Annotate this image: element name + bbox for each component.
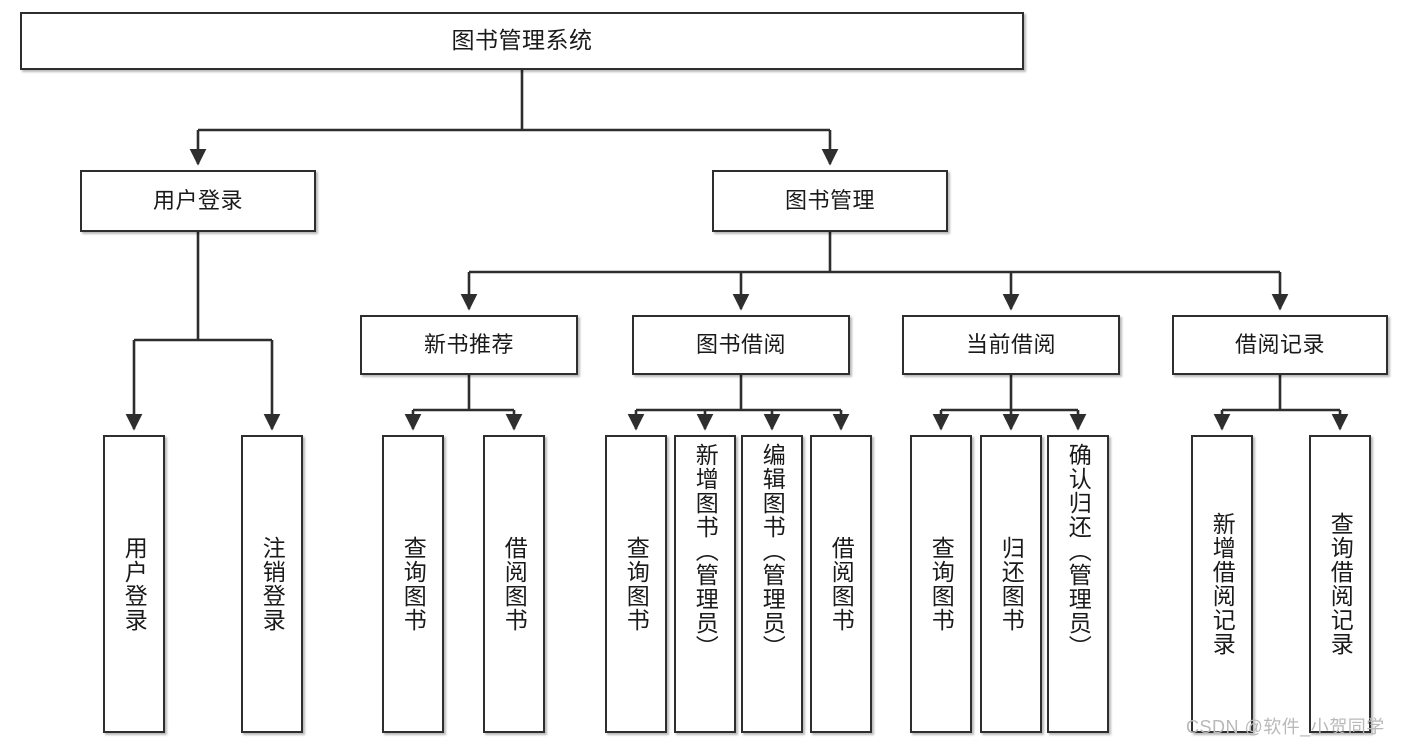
csdn-watermark: CSDN @软件_小贺同学: [1186, 717, 1385, 737]
node-root-system[interactable]: 图书管理系统: [20, 12, 1024, 70]
node-book-management[interactable]: 图书管理: [712, 170, 948, 232]
node-label: 编辑图书（管理员）: [759, 443, 786, 659]
leaf-new-book-borrow[interactable]: 借阅图书: [483, 435, 545, 733]
node-label: 用户登录: [121, 536, 148, 632]
leaf-borrow-record-query[interactable]: 查询借阅记录: [1309, 435, 1371, 733]
node-label: 查询图书: [928, 536, 955, 632]
node-label: 确认归还（管理员）: [1065, 443, 1092, 659]
node-user-login[interactable]: 用户登录: [80, 170, 316, 232]
leaf-borrow-record-add[interactable]: 新增借阅记录: [1191, 435, 1253, 733]
node-label: 图书管理: [784, 188, 875, 214]
node-current-borrow[interactable]: 当前借阅: [902, 315, 1120, 375]
node-label: 借阅图书: [828, 536, 855, 632]
leaf-book-borrow-add[interactable]: 新增图书（管理员）: [674, 435, 736, 733]
node-label: 查询图书: [400, 536, 427, 632]
node-label: 当前借阅: [965, 332, 1056, 358]
leaf-book-borrow-query[interactable]: 查询图书: [605, 435, 667, 733]
leaf-user-login-logout[interactable]: 注销登录: [241, 435, 303, 733]
node-label: 查询借阅记录: [1327, 512, 1354, 656]
leaf-book-borrow-borrow[interactable]: 借阅图书: [810, 435, 872, 733]
leaf-current-borrow-confirm[interactable]: 确认归还（管理员）: [1047, 435, 1109, 733]
node-label: 注销登录: [259, 536, 286, 632]
node-label: 借阅记录: [1234, 332, 1325, 358]
node-label: 图书管理系统: [451, 27, 593, 54]
node-label: 归还图书: [998, 536, 1025, 632]
node-new-book-recommend[interactable]: 新书推荐: [360, 315, 578, 375]
node-label: 借阅图书: [501, 536, 528, 632]
leaf-user-login-login[interactable]: 用户登录: [103, 435, 165, 733]
node-book-borrow[interactable]: 图书借阅: [632, 315, 850, 375]
leaf-current-borrow-query[interactable]: 查询图书: [910, 435, 972, 733]
leaf-current-borrow-return[interactable]: 归还图书: [980, 435, 1042, 733]
leaf-book-borrow-edit[interactable]: 编辑图书（管理员）: [741, 435, 803, 733]
leaf-new-book-query[interactable]: 查询图书: [382, 435, 444, 733]
node-label: 新增借阅记录: [1209, 512, 1236, 656]
node-label: 新书推荐: [423, 332, 514, 358]
node-label: 查询图书: [623, 536, 650, 632]
node-label: 图书借阅: [695, 332, 786, 358]
node-label: 新增图书（管理员）: [692, 443, 719, 659]
node-label: 用户登录: [152, 188, 243, 214]
node-borrow-record[interactable]: 借阅记录: [1172, 315, 1388, 375]
